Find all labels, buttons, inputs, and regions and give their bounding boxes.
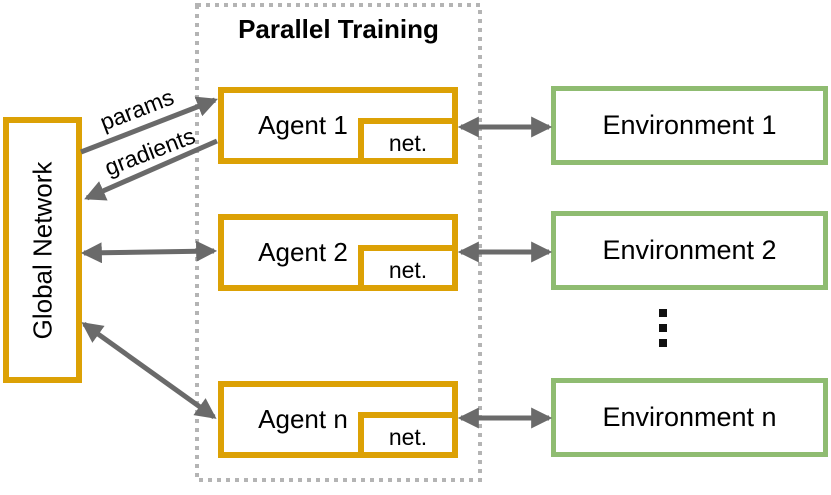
- agent-2-label: Agent 2: [258, 237, 348, 267]
- parallel-training-title: Parallel Training: [238, 14, 439, 44]
- ellipsis-dot: [659, 339, 667, 347]
- global-network-label: Global Network: [27, 161, 58, 339]
- environment-n-box: Environment n: [551, 378, 828, 457]
- agent-1-box: Agent 1 net.: [218, 87, 458, 164]
- environment-1-label: Environment 1: [602, 110, 777, 140]
- environment-2-box: Environment 2: [551, 211, 828, 290]
- ellipsis-dot: [659, 309, 667, 317]
- agent-1-label: Agent 1: [258, 110, 348, 140]
- agent-2-net-box: net.: [358, 245, 458, 291]
- global-agent2-arrow: [80, 240, 218, 264]
- ellipsis-dot: [659, 324, 667, 332]
- environment-n-label: Environment n: [602, 402, 777, 432]
- params-arrow-label: params: [96, 83, 178, 136]
- environment-1-box: Environment 1: [551, 86, 828, 165]
- agent-2-net-label: net.: [388, 256, 428, 283]
- agent-n-box: Agent n net.: [218, 381, 458, 458]
- agent-n-label: Agent n: [258, 404, 348, 434]
- agent-1-net-box: net.: [358, 118, 458, 164]
- environment-2-label: Environment 2: [602, 235, 777, 265]
- agent-n-net-label: net.: [388, 423, 428, 450]
- agent-1-net-label: net.: [388, 129, 428, 156]
- agent-n-net-box: net.: [358, 412, 458, 458]
- agent-2-box: Agent 2 net.: [218, 214, 458, 291]
- global-network-box: Global Network: [3, 117, 82, 383]
- global-agentn-arrow: [81, 321, 217, 420]
- vertical-ellipsis: [659, 309, 668, 347]
